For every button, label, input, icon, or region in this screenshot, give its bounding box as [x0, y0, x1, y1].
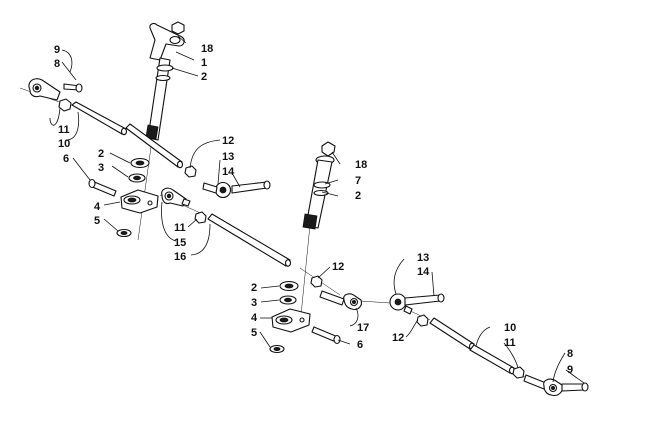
callout-4-lower: 4 — [251, 312, 258, 324]
callout-15: 15 — [174, 237, 186, 249]
steering-post-lower — [302, 141, 336, 230]
center-tie-rod-upper — [125, 123, 197, 178]
bolt-upper-arm — [88, 178, 117, 197]
tie-rod-lower-right — [429, 317, 516, 375]
callout-11-right: 11 — [504, 337, 516, 349]
leader-lines — [49, 35, 585, 384]
callout-13-upper: 13 — [222, 151, 234, 163]
callout-2-post-lower: 2 — [355, 190, 361, 202]
callout-12-right: 12 — [392, 332, 404, 344]
locknut-lower-arm — [269, 344, 285, 354]
jam-nut-lower-middle — [416, 314, 429, 327]
callout-7: 7 — [355, 175, 361, 187]
callout-14-upper: 14 — [222, 166, 235, 178]
callout-10-upper: 10 — [58, 138, 70, 150]
callout-2-arm: 2 — [98, 148, 104, 160]
callout-12-upper: 12 — [222, 135, 234, 147]
callout-18-upper: 18 — [201, 43, 213, 55]
callout-18-lower: 18 — [355, 159, 367, 171]
callout-8-upper: 8 — [54, 58, 60, 70]
callout-11-middle: 11 — [174, 222, 186, 234]
callout-12-lower: 12 — [332, 261, 344, 273]
jam-nut-15 — [194, 211, 207, 224]
washers-lower-arm — [279, 280, 299, 305]
steering-post-upper — [145, 21, 185, 141]
callout-3-upper: 3 — [98, 162, 104, 174]
tie-rod-end-lower-right — [523, 374, 589, 396]
callout-8-lower: 8 — [567, 348, 573, 360]
tie-rod-end-17 — [319, 290, 362, 310]
washers-upper-arm — [128, 157, 150, 183]
callout-14-lower: 14 — [417, 266, 430, 278]
jam-nut-upper-left — [58, 98, 72, 112]
callout-11-upper: 11 — [58, 124, 70, 136]
callout-2-post: 2 — [201, 71, 207, 83]
callout-5-lower: 5 — [251, 327, 257, 339]
jam-nut-lower-right — [512, 366, 525, 379]
steering-arm-upper — [120, 189, 159, 214]
long-tie-rod-16 — [207, 213, 292, 267]
callout-4-upper: 4 — [94, 201, 101, 213]
callout-17: 17 — [357, 322, 369, 334]
callout-2-arm-lower: 2 — [251, 282, 257, 294]
callout-6-upper: 6 — [63, 153, 69, 165]
callout-5-upper: 5 — [94, 215, 100, 227]
tie-rod-end-lower-middle — [389, 293, 445, 315]
callout-9-lower: 9 — [567, 364, 573, 376]
bolt-lower-arm — [311, 326, 341, 345]
callout-9-upper: 9 — [54, 44, 60, 56]
tie-rod-end-15 — [161, 187, 191, 207]
steering-arm-lower — [271, 308, 311, 333]
callout-1: 1 — [201, 57, 207, 69]
tie-rod-end-upper-middle — [202, 180, 271, 199]
locknut-upper-arm — [116, 228, 132, 238]
callout-10-right: 10 — [504, 322, 516, 334]
nut-12-lower — [310, 275, 323, 288]
tie-rod-upper-left — [71, 101, 128, 136]
callout-3-lower: 3 — [251, 297, 257, 309]
callout-6-lower: 6 — [357, 339, 363, 351]
tie-rod-end-upper-left — [28, 78, 83, 101]
callout-labels: 9 8 11 10 18 1 2 2 3 6 4 5 12 13 14 11 1… — [54, 43, 573, 376]
callout-16: 16 — [174, 251, 186, 263]
callout-13-lower: 13 — [417, 252, 429, 264]
